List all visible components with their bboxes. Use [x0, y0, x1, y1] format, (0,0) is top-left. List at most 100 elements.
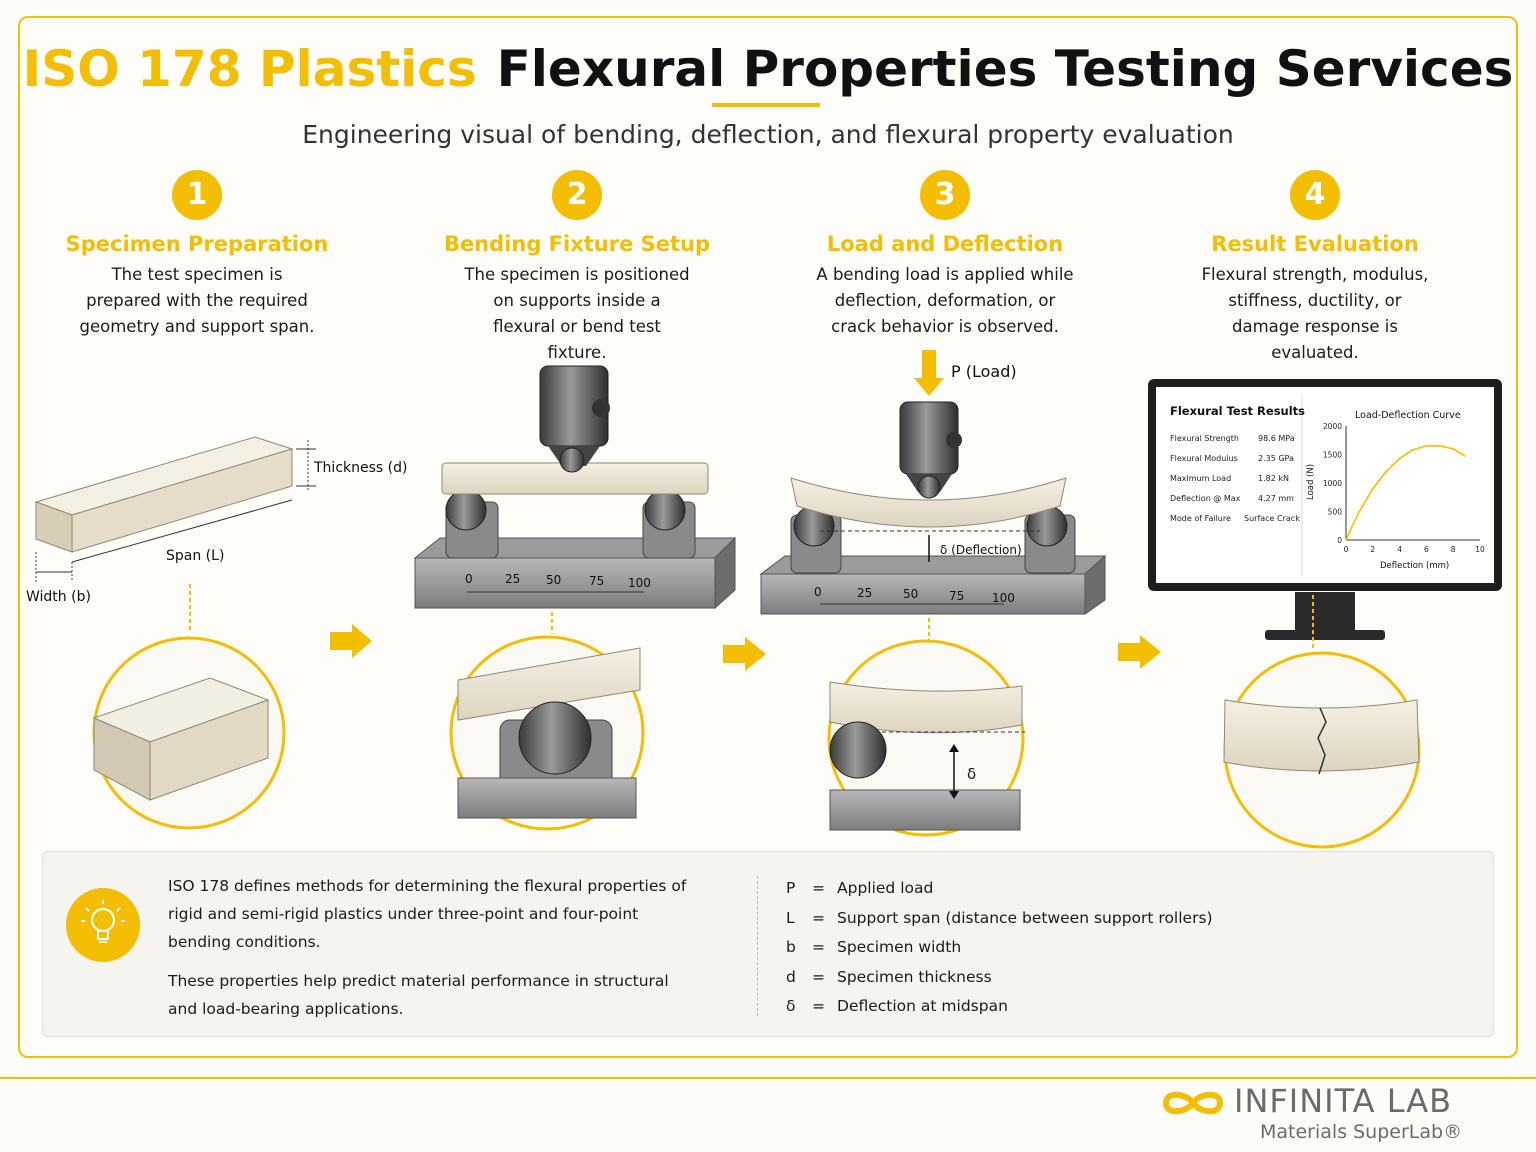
load-arrow [914, 350, 944, 396]
monitor [1148, 379, 1502, 640]
deflection-fixture [759, 401, 1107, 615]
x-tick-label: 0 [1344, 545, 1349, 554]
step-number: 3 [920, 170, 970, 220]
legend-symbol: b [786, 938, 796, 956]
step-number: 4 [1290, 170, 1340, 220]
step-description: A bending load is applied while deflecti… [816, 265, 1074, 336]
legend-symbol: L [786, 908, 795, 927]
x-tick-label: 10 [1475, 545, 1485, 554]
dimension-lines [35, 440, 316, 582]
info-paragraph: ISO 178 defines methods for determining … [168, 877, 687, 951]
legend-row: δ = Deflection at midspan [786, 992, 1213, 1022]
thickness-label: Thickness (d) [313, 460, 407, 476]
y-tick-label: 500 [1328, 508, 1343, 517]
brand-tagline: Materials SuperLab® [1260, 1121, 1463, 1143]
legend-row: b = Specimen width [786, 933, 1213, 963]
step-description: The specimen is positioned on supports i… [464, 265, 690, 362]
result-label: Flexural Modulus [1170, 454, 1238, 463]
x-tick-label: 4 [1397, 545, 1402, 554]
result-value: 1.82 kN [1258, 474, 1289, 483]
info-panel [42, 851, 1494, 1037]
legend-equals: = [812, 938, 825, 956]
delta-label: δ [967, 765, 976, 783]
scale-tick-label: 0 [465, 572, 473, 586]
legend-row: L = Support span (distance between support… [786, 904, 1213, 934]
chart-xlabel: Deflection (mm) [1380, 561, 1449, 571]
scale-tick-label: 75 [589, 574, 604, 588]
legend-symbol: d [786, 967, 796, 986]
scale-tick-label: 100 [628, 576, 651, 590]
fixture-scale: 0 25 50 75 100 [465, 572, 651, 590]
results-title: Flexural Test Results [1170, 404, 1305, 418]
deflection-label: δ (Deflection) [940, 543, 1022, 557]
legend-row: P = Applied load [786, 874, 1213, 904]
zoom-circle-specimen-edge [92, 636, 286, 830]
step-number: 2 [552, 170, 602, 220]
flow-arrow [1118, 635, 1161, 669]
y-tick-label: 1000 [1323, 479, 1342, 488]
specimen-bar [34, 436, 294, 553]
step-number: 1 [172, 170, 222, 220]
result-label: Flexural Strength [1170, 434, 1239, 443]
step-title: Specimen Preparation [65, 232, 329, 256]
step-4: 4 Result Evaluation Flexural strength, m… [1155, 170, 1475, 366]
x-tick-label: 6 [1424, 545, 1429, 554]
bend-test-fixture [413, 365, 737, 610]
symbol-legend: P = Applied load L = Support span (distance … [786, 874, 1213, 1022]
result-label: Mode of Failure [1170, 514, 1231, 523]
legend-desc: Support span (distance between support r… [837, 908, 1213, 927]
divider [757, 876, 758, 1016]
step-1: 1 Specimen Preparation The test specimen… [37, 170, 357, 340]
legend-equals: = [812, 879, 825, 897]
load-deflection-series-line [1345, 445, 1466, 541]
title-underline [712, 103, 820, 107]
span-label: Span (L) [166, 548, 224, 564]
scale-tick-label: 50 [903, 587, 918, 601]
scale-tick-label: 0 [814, 585, 822, 599]
y-tick-label: 1500 [1323, 451, 1342, 460]
load-label: P (Load) [951, 362, 1017, 381]
legend-desc: Applied load [837, 879, 934, 897]
result-label: Maximum Load [1170, 474, 1231, 483]
title-iso: ISO 178 Plastics [22, 40, 477, 98]
result-value: Surface Crack [1244, 514, 1300, 523]
legend-desc: Deflection at midspan [837, 997, 1008, 1015]
footer-rule [0, 1077, 1536, 1079]
scale-tick-label: 100 [992, 591, 1015, 605]
x-tick-label: 8 [1451, 545, 1456, 554]
legend-equals: = [812, 967, 825, 986]
step-2: 2 Bending Fixture Setup The specimen is … [417, 170, 737, 366]
info-paragraph: These properties help predict material p… [168, 972, 669, 1018]
flow-arrow [330, 624, 372, 658]
results-table: Flexural Strength 98.6 MPa Flexural Modu… [1170, 434, 1300, 523]
brand-name: INFINITA LAB [1234, 1082, 1453, 1120]
legend-desc: Specimen width [837, 938, 962, 956]
chart-title: Load-Deflection Curve [1355, 410, 1461, 421]
scale-tick-label: 25 [857, 586, 872, 600]
legend-equals: = [812, 908, 825, 927]
legend-equals: = [812, 997, 825, 1015]
scale-tick-label: 25 [505, 572, 520, 586]
zoom-circle-deflection [827, 639, 1025, 837]
step-title: Result Evaluation [1211, 232, 1419, 256]
scale-tick-label: 75 [949, 589, 964, 603]
y-tick-label: 2000 [1323, 422, 1342, 431]
flow-arrow [723, 637, 766, 671]
load-deflection-chart: Load-Deflection Curve Deflection (mm) Lo… [1306, 410, 1485, 571]
scale-tick-label: 50 [546, 573, 561, 587]
zoom-circle-support-roller [449, 635, 645, 831]
iso-description: ISO 178 defines methods for determining … [168, 872, 688, 1034]
lightbulb-icon [66, 888, 140, 962]
page-subtitle: Engineering visual of bending, deflectio… [302, 120, 1234, 149]
width-label: Width (b) [26, 589, 91, 605]
legend-symbol: δ [786, 997, 796, 1015]
deflection-scale: 0 25 50 75 100 [814, 585, 1015, 605]
zoom-circle-crack [1223, 651, 1421, 849]
step-3: 3 Load and Deflection A bending load is … [785, 170, 1105, 340]
legend-desc: Specimen thickness [837, 967, 992, 986]
step-description: The test specimen is prepared with the r… [79, 265, 315, 336]
step-title: Load and Deflection [826, 232, 1064, 256]
legend-symbol: P [786, 879, 796, 897]
